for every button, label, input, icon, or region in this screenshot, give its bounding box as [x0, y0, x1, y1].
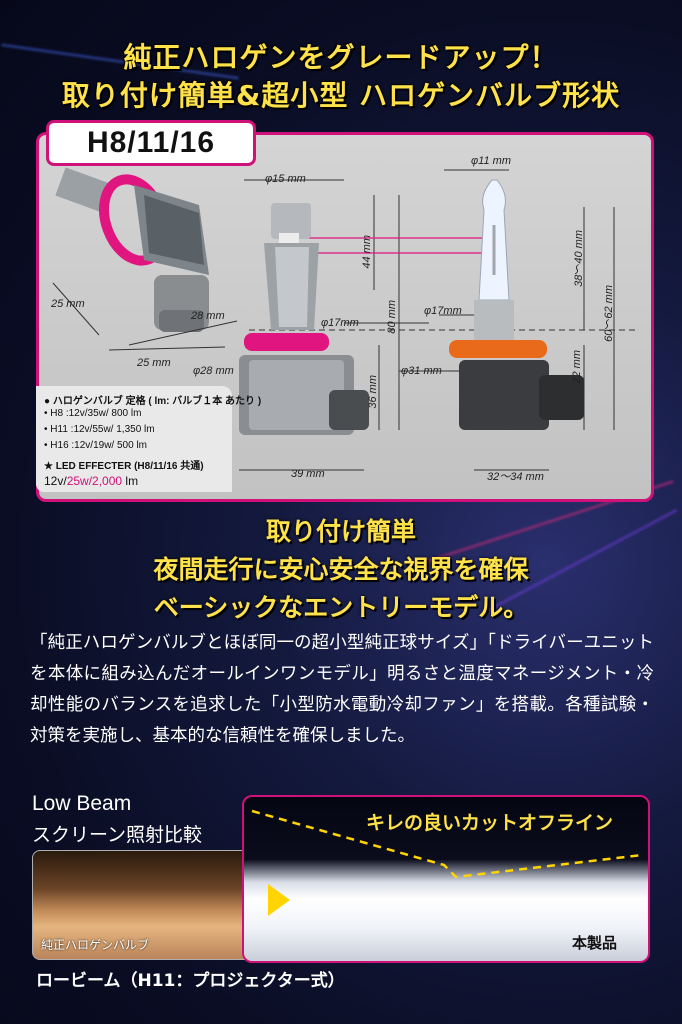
comparison-caption: ロービーム（H11：プロジェクター式） — [36, 971, 345, 991]
product-label: 本製品 — [572, 934, 618, 952]
halogen-label: 純正ハロゲンバルブ — [41, 938, 150, 952]
dim-side-length: 25 mm — [137, 357, 171, 369]
halogen-bulb-image — [449, 179, 584, 430]
specs-title: ● ハロゲンバルブ 定格 ( lm: バルブ１本 あたり ) — [44, 396, 262, 407]
arrow-right-icon — [268, 884, 290, 916]
led-lumen: 2,000 — [92, 474, 123, 488]
tagline-3: ベーシックなエントリーモデル。 — [153, 593, 529, 622]
specs-led-title: ★ LED EFFECTER (H8/11/16 共通) — [44, 461, 204, 472]
spec-row-h16: • H16 :12v/19w/ 500 lm — [44, 440, 147, 451]
led-bulb-image — [239, 203, 369, 435]
dim-side-width: 25 mm — [51, 298, 85, 310]
cutoff-label: キレの良いカットオフライン — [366, 812, 614, 834]
dim-led-head-diameter: φ15 mm — [265, 173, 306, 185]
headline-line1: 純正ハロゲンをグレードアップ！ — [123, 41, 559, 74]
spec-row-h11: • H11 :12v/55w/ 1,350 lm — [44, 424, 155, 435]
lowbeam-title: Low Beam — [32, 792, 132, 815]
dim-led-base-diameter: φ28 mm — [193, 365, 234, 377]
model-badge: H8/11/16 — [46, 120, 256, 166]
tagline-1: 取り付け簡単 — [265, 517, 416, 546]
dim-halogen-lower-height: 22 mm — [571, 350, 583, 384]
spec-diagram — [52, 167, 639, 471]
lowbeam-subtitle: スクリーン照射比較 — [32, 824, 203, 846]
dim-halogen-top-diameter: φ11 mm — [471, 155, 511, 167]
description-text: 「純正ハロゲンバルブとほぼ同一の超小型純正球サイズ」「ドライバーユニットを本体に… — [30, 633, 654, 746]
dim-led-total-height: 80 mm — [386, 300, 398, 334]
dim-halogen-base-diameter: φ31 mm — [401, 365, 442, 377]
side-view-bulb-image — [55, 167, 209, 332]
dim-led-neck-diameter: φ17mm — [321, 317, 359, 329]
specs-led-row: 12v/25w/2,000 lm — [44, 474, 138, 488]
dim-halogen-width: 32～34 mm — [487, 471, 544, 483]
dim-halogen-upper-height: 38～40 mm — [573, 230, 585, 287]
led-lumen-unit: lm — [122, 474, 139, 488]
spec-row-h8: • H8 :12v/35w/ 800 lm — [44, 408, 142, 419]
dim-halogen-total-height: 60～62 mm — [603, 285, 615, 342]
cutoff-line — [251, 809, 643, 879]
dim-led-width: 39 mm — [291, 468, 325, 480]
headline-line2: 取り付け簡単&超小型 ハロゲンバルブ形状 — [61, 79, 621, 112]
dim-led-lower-height: 36 mm — [367, 375, 379, 409]
led-voltage: 12v/ — [44, 474, 67, 488]
tagline-2: 夜間走行に安心安全な視界を確保 — [153, 555, 529, 584]
dim-led-upper-height: 44 mm — [361, 235, 373, 269]
dim-halogen-neck-diameter: φ17mm — [424, 305, 462, 317]
specs-box: ● ハロゲンバルブ 定格 ( lm: バルブ１本 あたり ) • H8 :12v… — [36, 386, 261, 492]
dim-side-depth: 28 mm — [191, 310, 225, 322]
led-watt: 25w/ — [66, 474, 93, 488]
led-beam-image — [242, 795, 650, 963]
